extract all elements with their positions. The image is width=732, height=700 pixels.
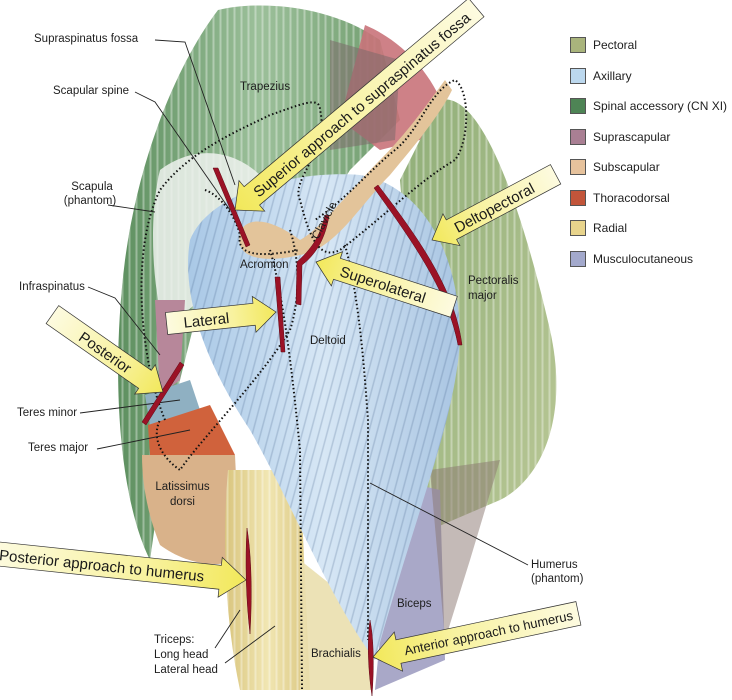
legend-label: Pectoral [593, 38, 638, 53]
label-scapular-spine: Scapular spine [53, 85, 130, 97]
legend-swatch [570, 220, 586, 237]
leader-lines [79, 39, 529, 664]
label-infraspinatus: Infraspinatus [19, 281, 85, 293]
label-biceps: Biceps [397, 598, 432, 610]
legend-item: Subscapular [570, 152, 727, 183]
legend-label: Subscapular [593, 160, 660, 175]
label-pectoralis: Pectoralis [468, 275, 519, 287]
arrow-lateral-label: Lateral [183, 310, 230, 332]
clavicle-acromion-bone [239, 80, 452, 259]
incision-superolateral [295, 214, 330, 306]
legend-item: Thoracodorsal [570, 183, 727, 214]
label-triceps-lateral-head: Lateral head [154, 664, 218, 676]
legend-label: Thoracodorsal [593, 190, 670, 205]
legend-item: Pectoral [570, 30, 727, 61]
legend-item: Radial [570, 213, 727, 244]
legend-swatch [570, 67, 586, 84]
label-latissimus: Latissimus [155, 481, 210, 493]
legend-label: Axillary [593, 68, 632, 83]
legend-swatch [570, 37, 586, 54]
label-triceps: Triceps: [154, 634, 195, 646]
incisions [141, 167, 463, 697]
legend-label: Spinal accessory (CN XI) [593, 99, 728, 114]
label-acromion: Acromion [240, 259, 289, 271]
label-latissimus-dorsi: dorsi [170, 496, 195, 508]
incision-posterior [141, 361, 185, 426]
label-humerus: Humerus [531, 559, 578, 571]
incision-posterior-humerus [245, 527, 252, 635]
legend-swatch [570, 98, 586, 115]
incision-anterior-humerus [368, 619, 374, 697]
legend-swatch [570, 250, 586, 267]
legend-swatch [570, 159, 586, 176]
latissimus-dorsi-muscle [142, 455, 240, 565]
label-teres-major: Teres major [28, 442, 89, 454]
label-teres-minor: Teres minor [17, 407, 78, 419]
label-pectoralis-major: major [468, 290, 497, 302]
label-trapezius: Trapezius [240, 81, 291, 93]
label-scapula: Scapula [71, 181, 113, 193]
legend-item: Axillary [570, 61, 727, 92]
legend-label: Radial [593, 221, 628, 236]
legend-item: Musculocutaneous [570, 244, 727, 275]
legend-label: Suprascapular [593, 129, 671, 144]
legend-item: Suprascapular [570, 122, 727, 153]
legend-item: Spinal accessory (CN XI) [570, 91, 727, 122]
label-triceps-long-head: Long head [154, 649, 209, 661]
incision-deltopectoral [373, 184, 463, 346]
teres-major-muscle [148, 405, 235, 455]
label-scapula-phantom: (phantom) [63, 195, 117, 207]
label-deltoid: Deltoid [310, 335, 346, 347]
label-supraspinatus-fossa: Supraspinatus fossa [34, 33, 139, 45]
arrow-lateral: Lateral [165, 295, 277, 335]
legend-label: Musculocutaneous [593, 251, 694, 266]
label-humerus-phantom: (phantom) [531, 573, 584, 585]
incision-lateral [274, 276, 286, 353]
legend-swatch [570, 189, 586, 206]
nerve-legend: Pectoral Axillary Spinal accessory (CN X… [570, 30, 727, 274]
incision-superior [212, 167, 251, 248]
label-brachialis: Brachialis [311, 648, 361, 660]
legend-swatch [570, 128, 586, 145]
